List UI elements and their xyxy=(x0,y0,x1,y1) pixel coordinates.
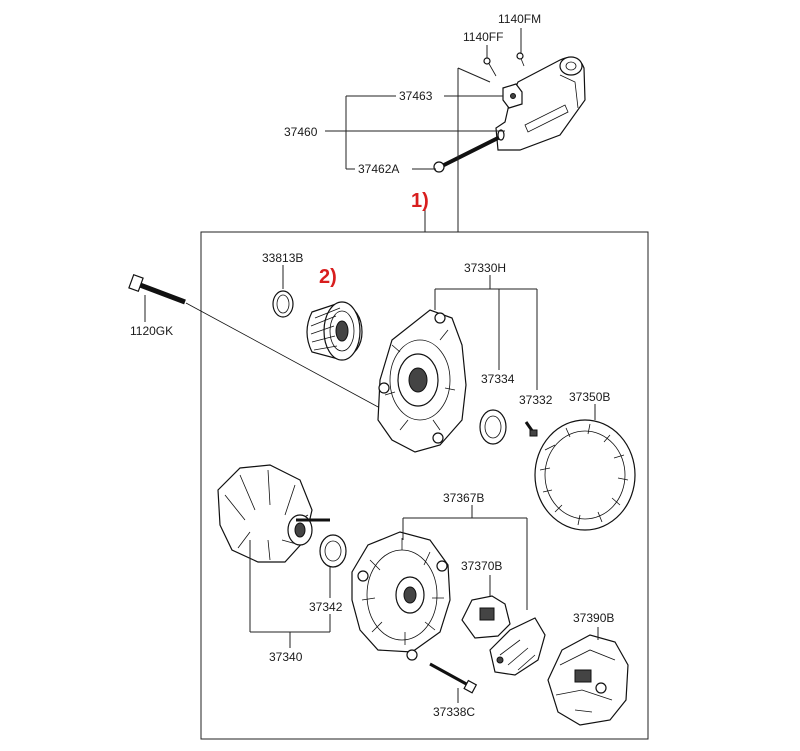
label-37332: 37332 xyxy=(519,393,553,407)
bearing-37334 xyxy=(479,289,507,445)
bracket-assembly xyxy=(433,52,586,173)
label-37340: 37340 xyxy=(269,650,303,664)
front-housing xyxy=(377,309,467,453)
label-37463: 37463 xyxy=(399,89,433,103)
bearing-37342 xyxy=(319,534,347,598)
rotor-37340 xyxy=(217,464,330,632)
label-37462a: 37462A xyxy=(358,162,399,176)
label-1140ff: 1140FF xyxy=(463,30,503,44)
screw-37332 xyxy=(524,289,538,437)
label-37367b: 37367B xyxy=(443,491,484,505)
label-37338c: 37338C xyxy=(433,705,475,719)
leader-37367b xyxy=(402,505,528,610)
label-37330h: 37330H xyxy=(464,261,506,275)
label-37350b: 37350B xyxy=(569,390,610,404)
bracket-leaders xyxy=(325,28,522,232)
label-37390b: 37390B xyxy=(573,611,614,625)
rear-housing-37367b xyxy=(351,531,451,661)
pulley xyxy=(306,301,363,361)
regulator-37370b xyxy=(461,575,546,676)
bolt-37338c xyxy=(429,662,478,703)
label-33813b: 33813B xyxy=(262,251,303,265)
part-labels: 1140FM 1140FF 37463 37460 37462A 33813B … xyxy=(130,12,614,719)
callout-1: 1) xyxy=(411,190,429,212)
washer-33813b xyxy=(272,265,294,318)
callout-2: 2) xyxy=(319,266,337,288)
label-37370b: 37370B xyxy=(461,559,502,573)
leader-37330h xyxy=(434,275,537,310)
rear-cover-37390b xyxy=(547,627,629,726)
leader-37340 xyxy=(250,614,331,648)
label-37334: 37334 xyxy=(481,372,515,386)
label-1140fm: 1140FM xyxy=(498,12,541,26)
stator-37350b xyxy=(534,404,636,531)
through-bolt-1120gk xyxy=(128,273,381,409)
label-37342: 37342 xyxy=(309,600,343,614)
label-1120gk: 1120GK xyxy=(130,324,173,338)
label-37460: 37460 xyxy=(284,125,318,139)
